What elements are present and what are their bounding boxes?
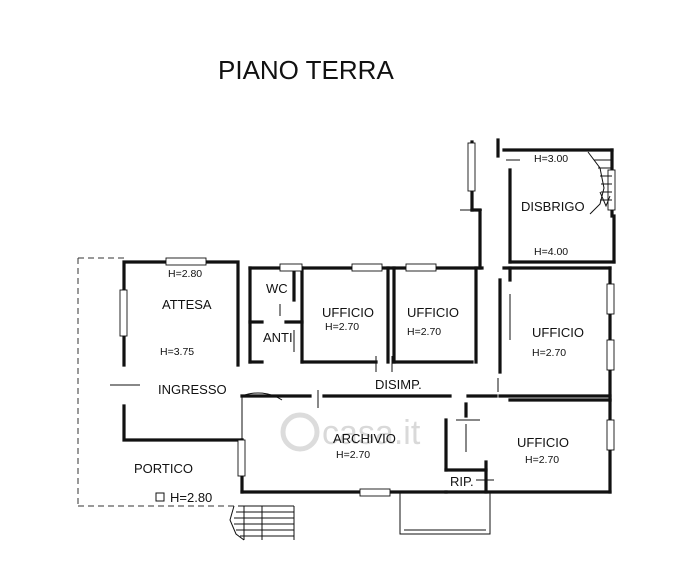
plan-title: PIANO TERRA <box>218 55 394 85</box>
front-step <box>399 492 491 535</box>
ufficio-4-height: H=2.70 <box>525 454 559 466</box>
doors <box>110 159 520 481</box>
wc-label: WC <box>266 281 288 296</box>
stairs-top <box>587 151 612 215</box>
disbrigo-label: DISBRIGO <box>521 199 585 214</box>
ufficio-2-height: H=2.70 <box>407 326 441 338</box>
pillar <box>155 492 165 502</box>
attesa-label: ATTESA <box>162 297 212 312</box>
portico-label: PORTICO <box>134 461 193 476</box>
disbrigo-height-top: H=3.00 <box>534 153 568 165</box>
ufficio-3-height: H=2.70 <box>532 347 566 359</box>
rip-label: RIP. <box>450 474 474 489</box>
portico-outline <box>77 257 238 507</box>
anti-label: ANTI <box>263 330 293 345</box>
attesa-height: H=3.75 <box>160 346 194 358</box>
ufficio-1-label: UFFICIO <box>322 305 374 320</box>
ufficio-2-label: UFFICIO <box>407 305 459 320</box>
disimp-label: DISIMP. <box>375 377 422 392</box>
windows <box>119 142 616 497</box>
ingresso-label: INGRESSO <box>158 382 227 397</box>
ufficio-1-height: H=2.70 <box>325 321 359 333</box>
ufficio-4-label: UFFICIO <box>517 435 569 450</box>
archivio-label: ARCHIVIO <box>333 431 396 446</box>
disbrigo-height-bottom: H=4.00 <box>534 246 568 258</box>
attesa-window-height: H=2.80 <box>168 268 202 280</box>
ufficio-3-label: UFFICIO <box>532 325 584 340</box>
stairs-bottom <box>229 505 295 541</box>
portico-height: H=2.80 <box>170 490 212 505</box>
watermark: casa.it <box>280 412 421 452</box>
archivio-height: H=2.70 <box>336 449 370 461</box>
room-labels: ATTESA H=2.80 H=3.75 WC ANTI UFFICIO H=2… <box>134 153 585 505</box>
watermark-text: casa.it <box>322 414 421 452</box>
